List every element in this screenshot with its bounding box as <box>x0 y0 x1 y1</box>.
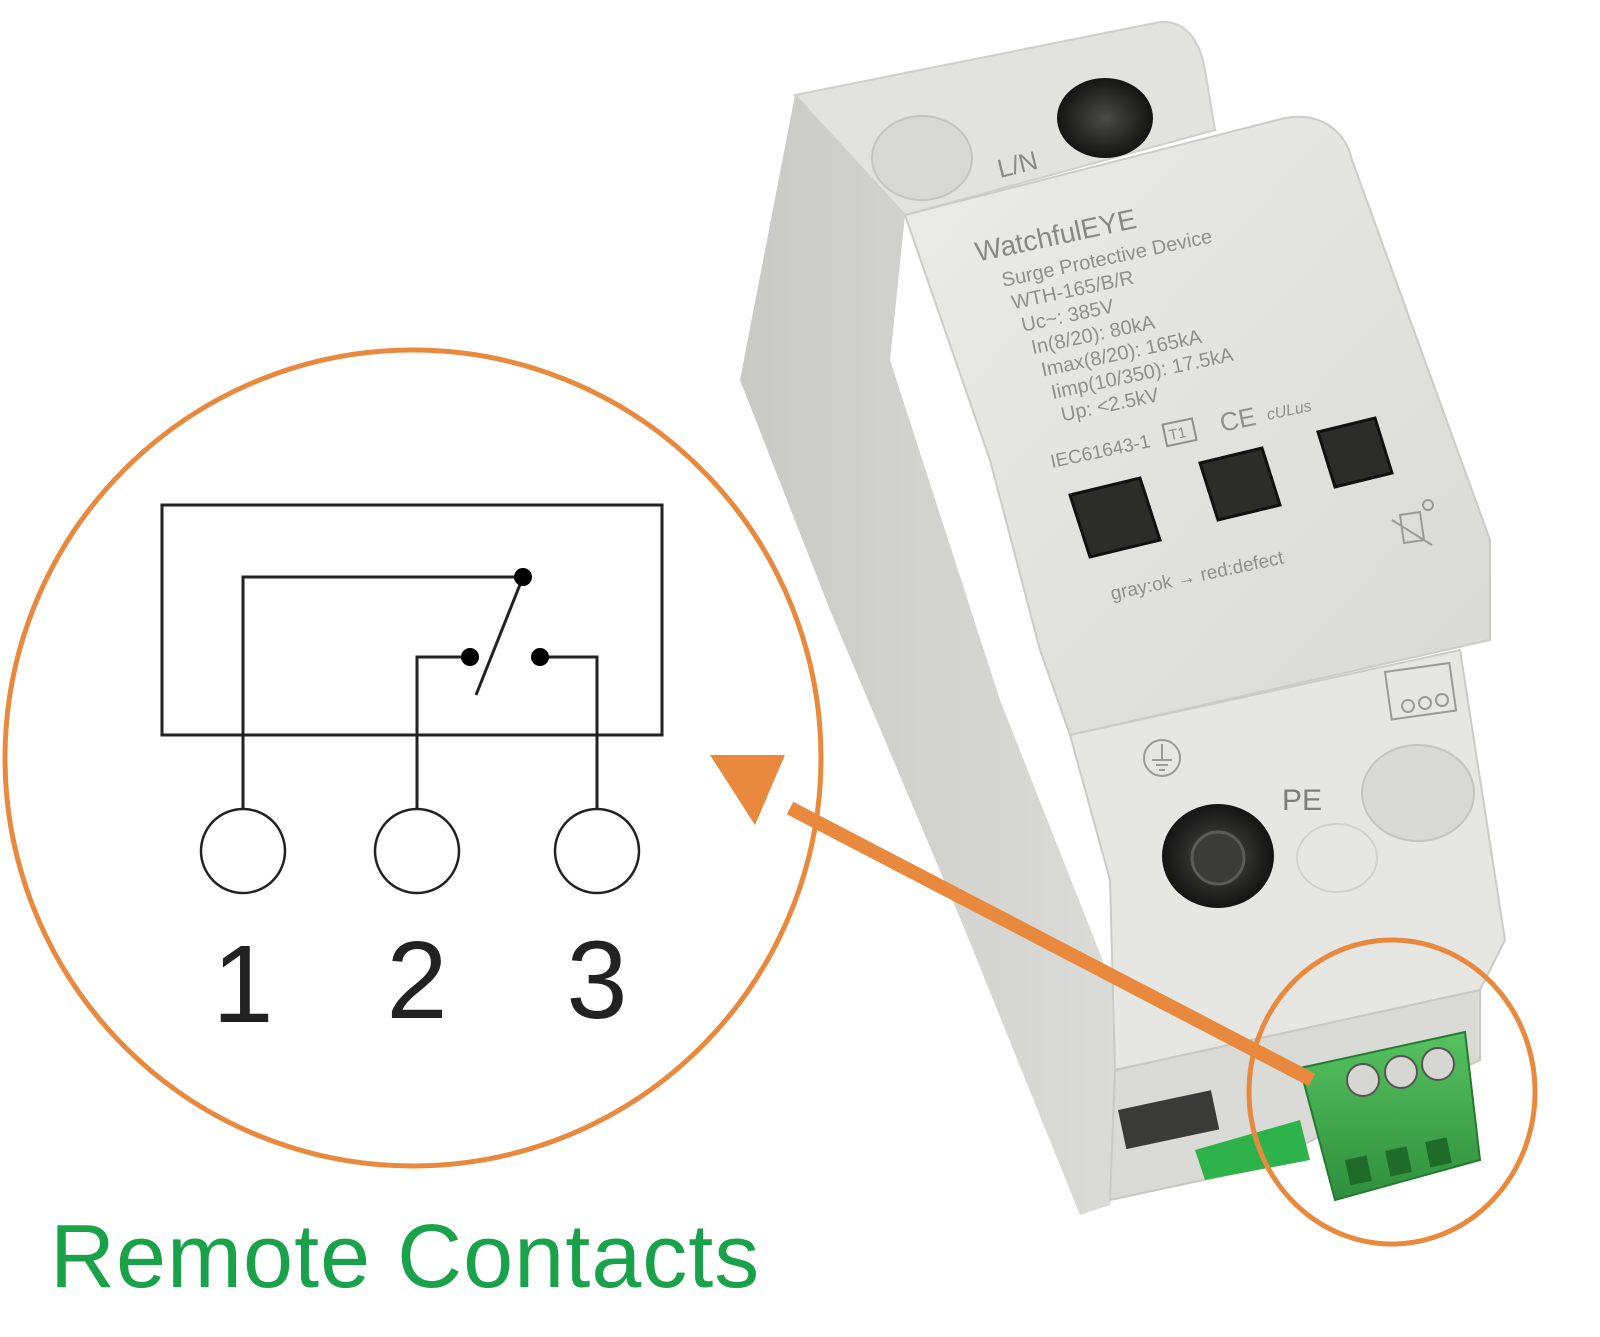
pe-label: PE <box>1282 784 1322 817</box>
terminal-circle-2 <box>373 807 461 895</box>
indicator-window <box>1198 446 1282 522</box>
pe-screw-head <box>1190 830 1246 886</box>
terminal-number-2: 2 <box>386 919 447 1042</box>
wire-terminal-1 <box>241 575 523 810</box>
contact-schematic <box>160 503 664 895</box>
terminal-highlight-circle <box>1246 937 1538 1247</box>
din-slot <box>1117 1090 1220 1150</box>
switch-blade <box>474 576 525 696</box>
contact-point <box>514 568 532 586</box>
contact-point <box>461 648 479 666</box>
wire-terminal-2 <box>415 655 470 810</box>
terminal-wire-entry <box>1384 1146 1412 1177</box>
contact-schematic-icon <box>1383 661 1458 721</box>
terminal-wire-entry <box>1425 1137 1452 1168</box>
terminal-latch <box>1195 1120 1310 1180</box>
status-indicators <box>1068 416 1394 559</box>
callout-arrow <box>710 755 1316 1087</box>
type-badge: T1 <box>1161 417 1198 448</box>
terminal-number-1: 1 <box>212 923 273 1046</box>
relay-housing <box>160 503 664 737</box>
terminal-screw <box>1346 1063 1380 1097</box>
caption-title: Remote Contacts <box>50 1207 761 1307</box>
terminal-number-3: 3 <box>566 919 627 1042</box>
terminal-screw <box>1421 1047 1455 1081</box>
pe-terminal-ghost <box>1296 823 1378 893</box>
disposal-icon <box>1391 499 1434 546</box>
terminal-screw <box>1384 1055 1418 1089</box>
remote-contact-terminal-block <box>1195 1030 1482 1202</box>
indicator-window <box>1068 476 1162 559</box>
contact-point <box>531 648 549 666</box>
terminal-circle-3 <box>553 807 641 895</box>
rear-terminal-screw-hole <box>1057 78 1153 158</box>
type-badge-label: T1 <box>1167 424 1188 444</box>
surge-protective-device: L/N WatchfulEYE Surge Protective Device … <box>740 20 1507 1215</box>
rear-terminal-cap <box>871 115 973 201</box>
indicator-window <box>1316 416 1394 489</box>
earth-symbol <box>1143 739 1181 777</box>
ce-mark: CE <box>1217 401 1259 438</box>
arrow-head <box>710 755 785 825</box>
arrow-shaft <box>786 801 1316 1087</box>
zoom-circle <box>2 347 824 1169</box>
terminal-circle-1 <box>199 807 287 895</box>
terminal-wire-entry <box>1345 1155 1372 1186</box>
wire-terminal-3 <box>540 655 599 810</box>
pe-terminal-cap <box>1361 744 1475 842</box>
device-front-upper <box>903 115 1491 737</box>
